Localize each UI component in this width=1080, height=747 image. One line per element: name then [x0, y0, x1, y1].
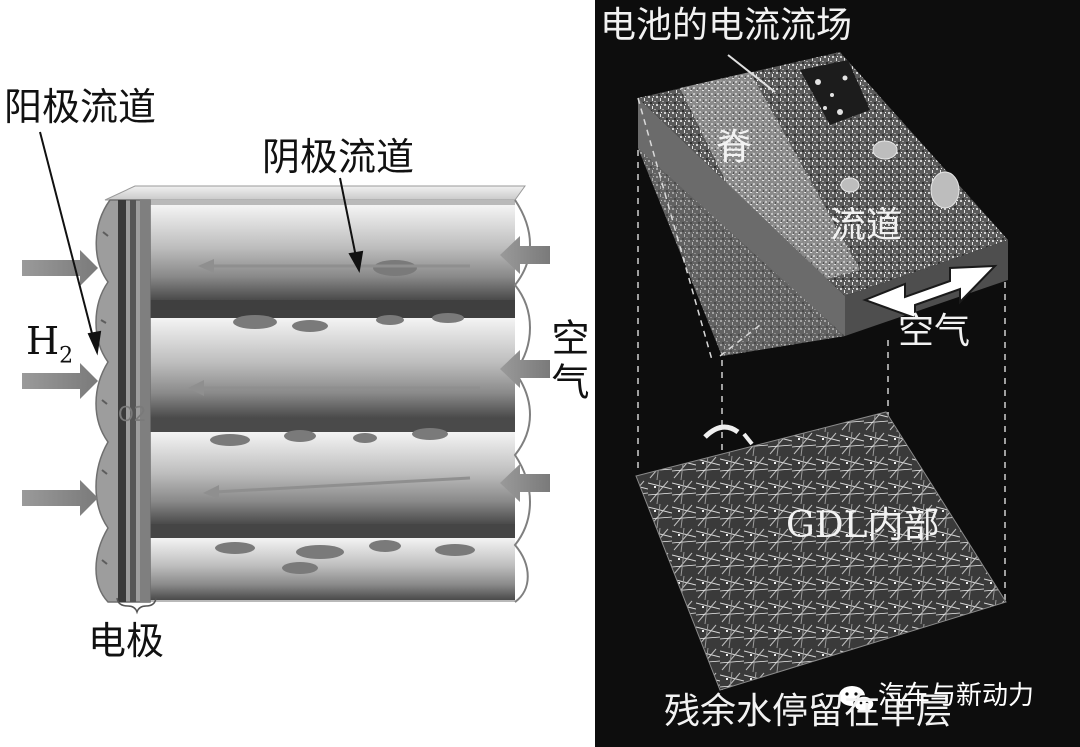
o2-mark: O2 [118, 404, 146, 424]
anode-channel-label: 阳极流道 [4, 88, 156, 126]
gdl-label: GDL内部 [786, 508, 940, 544]
air-label-left: 空气 [548, 318, 586, 406]
ridge-label: 脊 [716, 130, 752, 166]
hydrogen-symbol: H [26, 319, 59, 363]
air-label-right: 空气 [898, 314, 970, 350]
hydrogen-subscript: 2 [59, 344, 73, 369]
cathode-channel-label: 阴极流道 [262, 138, 414, 176]
flow-channel-block [96, 186, 530, 612]
hydrogen-label: H2 [26, 322, 73, 368]
channel-label: 流道 [830, 208, 902, 244]
flow-field-label: 电池的电流流场 [600, 8, 852, 44]
hydrogen-inlet-arrows [22, 250, 98, 516]
electrode-label: 电极 [88, 622, 164, 660]
watermark-text: 汽车与新动力 [878, 683, 1034, 709]
